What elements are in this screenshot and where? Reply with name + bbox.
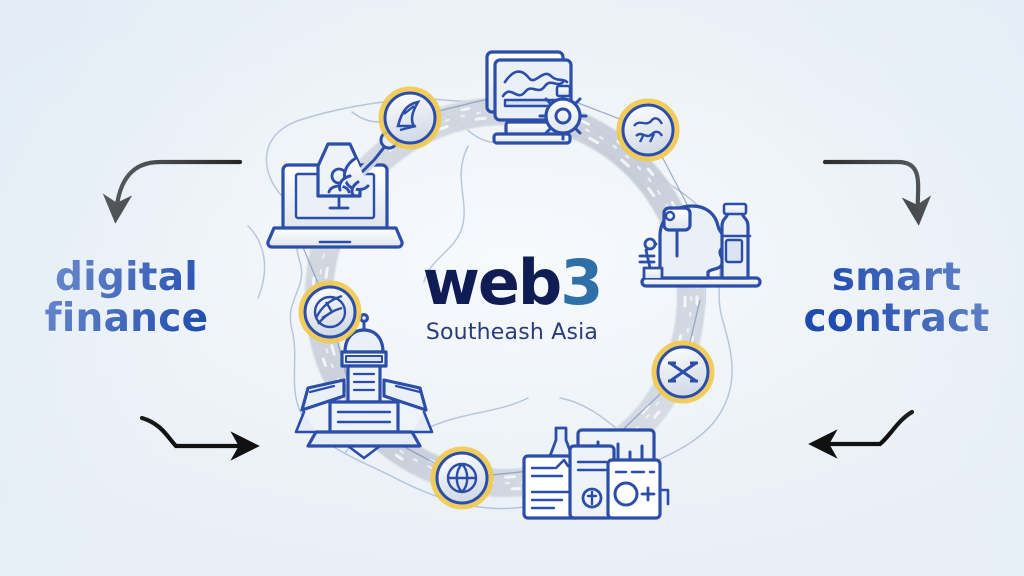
caption-right-line2: contract [803,296,990,342]
arrow-curving-down-right [822,159,932,226]
arrow-pointing-left [808,409,915,459]
crypto-coin-node [616,98,680,162]
logo-word-main: web [422,246,563,319]
web3-logo: web3 Southeash Asia [362,252,662,346]
caption-right-line1: smart [831,255,962,300]
caption-left-line2: finance [44,296,209,342]
caption-left-line1: digital [55,255,198,300]
caption-smart-contract: smart contract [779,257,1014,340]
arrow-pointing-right [139,415,260,461]
crypto-coin-node [378,86,442,150]
logo-subtitle: Southeash Asia [425,320,599,345]
coin-node-group [298,86,715,510]
desktop-monitor-with-gear-icon [485,50,588,145]
documents-dashboard-icon [522,426,670,520]
caption-digital-finance: digital finance [14,257,239,340]
laboratory-equipment-icon [638,202,762,288]
logo-wordmark: web3 [362,252,662,314]
crypto-coin-node [651,340,715,404]
logo-word-accent: 3 [560,246,603,319]
arrow-curving-down-left [102,159,243,224]
crypto-coin-node [430,446,494,510]
crypto-coin-node [298,280,362,344]
